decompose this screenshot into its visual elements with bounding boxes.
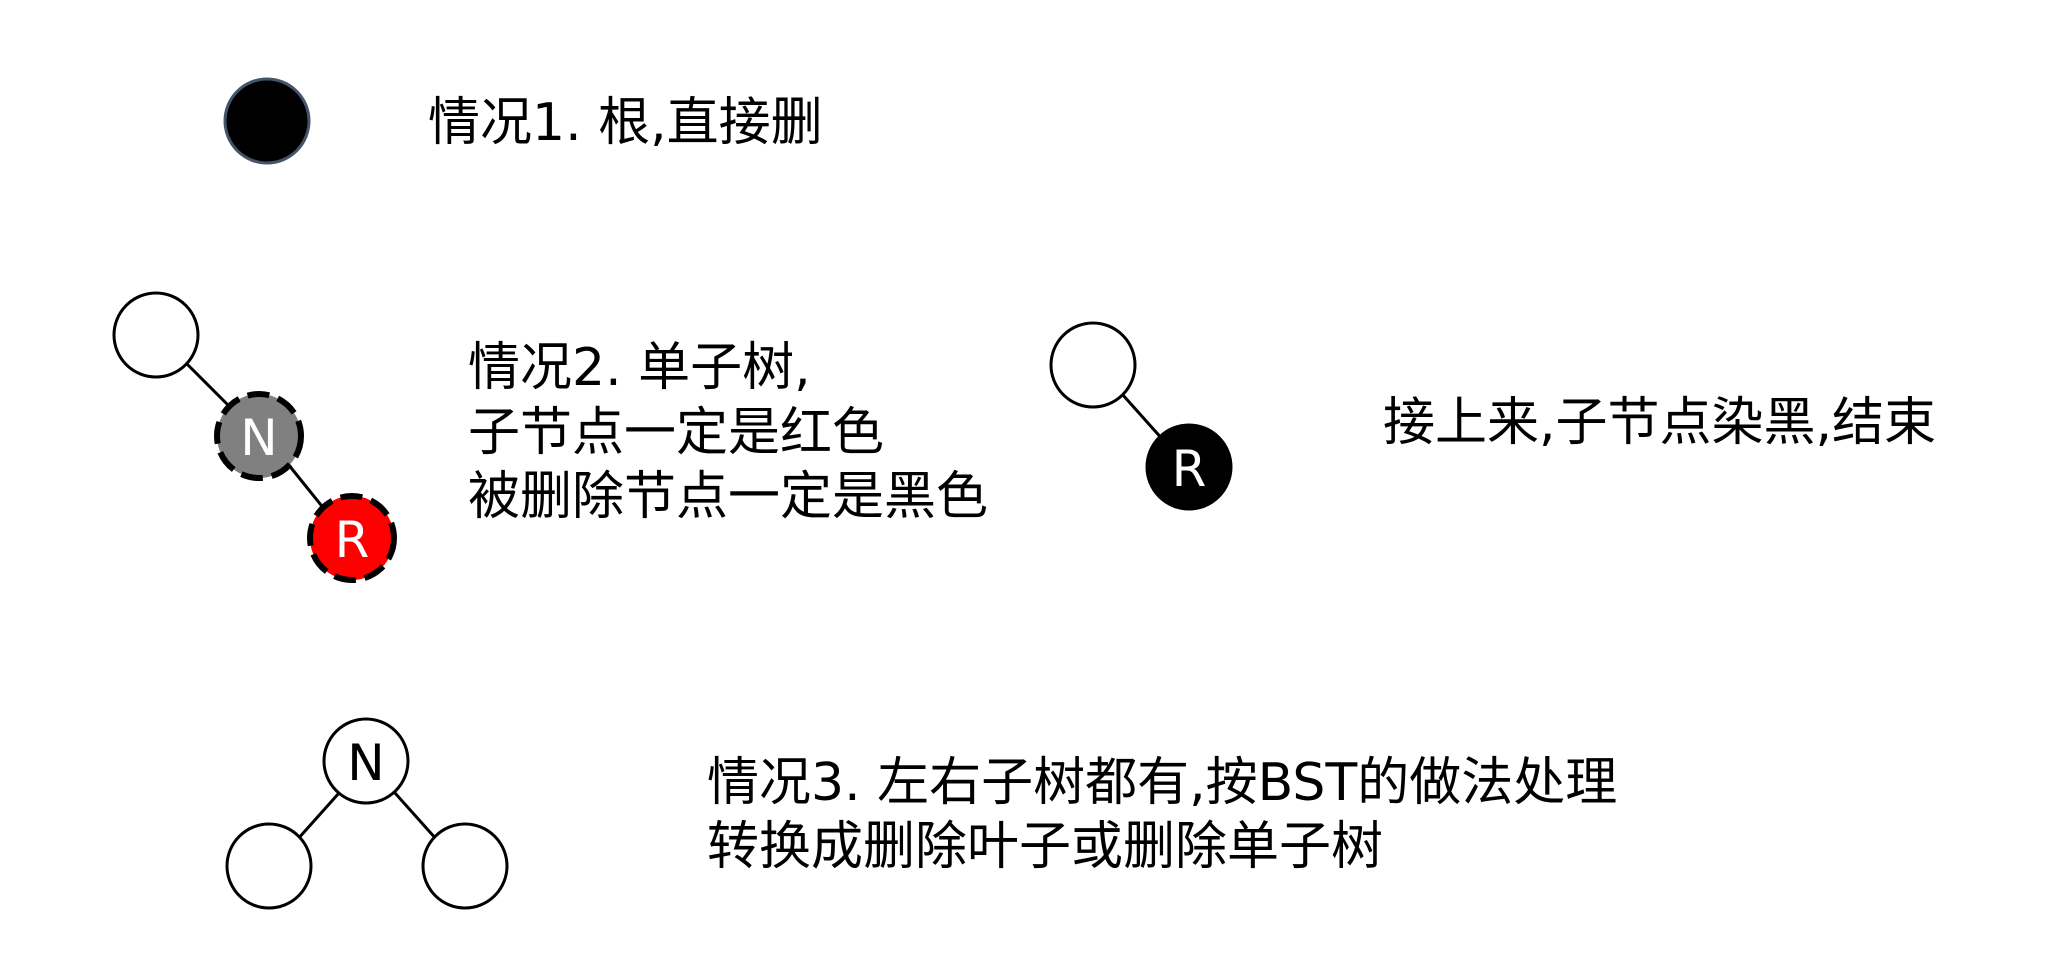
case1-caption: 情况1. 根,直接删	[428, 93, 823, 153]
case2-edge-n-r	[286, 463, 327, 511]
case3-edge-right	[393, 792, 439, 841]
case2-result-edge	[1120, 393, 1166, 442]
case2-result-r-node	[1145, 423, 1233, 511]
case2-n-node	[214, 391, 304, 481]
case1-group: 情况1. 根,直接删	[223, 77, 823, 165]
case2-caption-line-3: 被删除节点一定是黑色	[468, 467, 988, 527]
case2-result-caption: 接上来,子节点染黑,结束	[1383, 393, 1936, 453]
case3-n-node	[322, 717, 410, 805]
case2-parent-node	[112, 291, 200, 379]
case3-caption-line-2: 转换成删除叶子或删除单子树	[707, 817, 1383, 877]
case3-right-child-node	[421, 822, 509, 910]
case2-caption-line-2: 子节点一定是红色	[468, 403, 884, 463]
case2-result-parent-node	[1049, 321, 1137, 409]
case2-r-label: R	[335, 511, 370, 569]
case2-edge-parent-n	[184, 361, 234, 411]
case3-left-child-node	[225, 822, 313, 910]
case1-root-node	[223, 77, 311, 165]
case2-caption-line-1: 情况2. 单子树,	[468, 338, 811, 398]
case3-group: N 情况3. 左右子树都有,按BST的做法处理 转换成删除叶子或删除单子树	[225, 717, 1634, 910]
case2-r-node	[307, 493, 397, 583]
case2-result-r-label: R	[1172, 440, 1207, 498]
case3-caption: 情况3. 左右子树都有,按BST的做法处理 转换成删除叶子或删除单子树	[707, 753, 1634, 877]
case3-edge-left	[295, 792, 341, 841]
case3-n-label: N	[347, 734, 384, 792]
case2-n-label: N	[240, 409, 277, 467]
case2-group: N R 情况2. 单子树, 子节点一定是红色 被删除节点一定是黑色 R 接上来,…	[112, 291, 1936, 583]
case3-caption-line-1: 情况3. 左右子树都有,按BST的做法处理	[707, 753, 1617, 813]
case2-caption: 情况2. 单子树, 子节点一定是红色 被删除节点一定是黑色	[468, 338, 988, 527]
